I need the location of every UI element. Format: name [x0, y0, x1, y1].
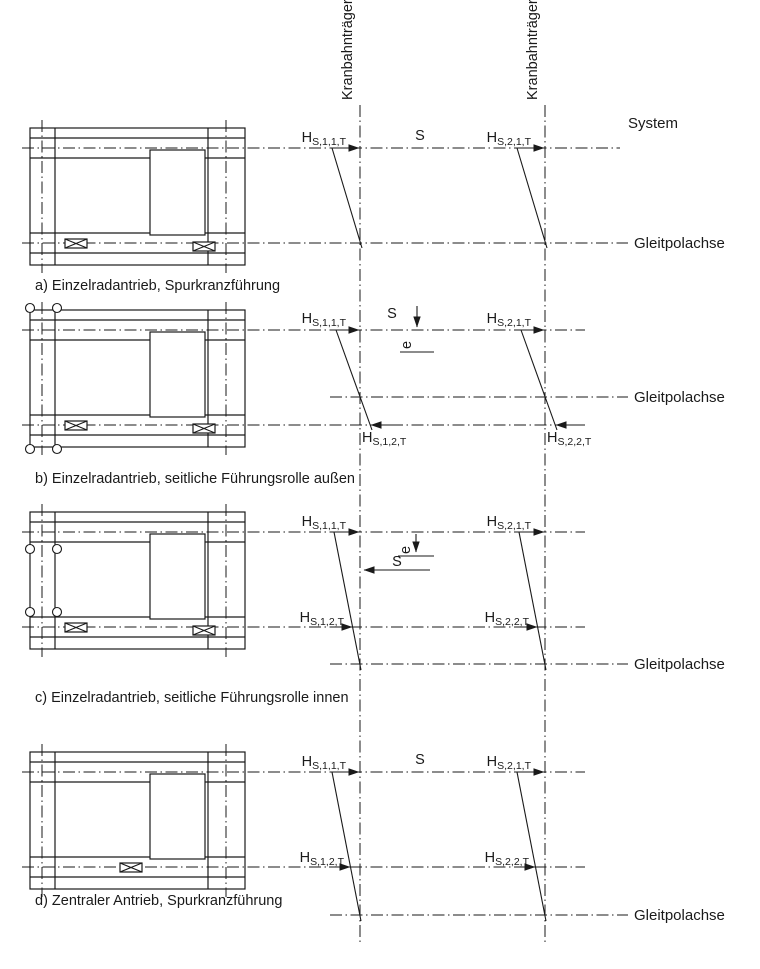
section-d: HS,1,1,T S HS,2,1,T HS,1,2,T HS,2,2,T Gl…: [22, 743, 725, 924]
girder-axis-label-2: Kranbahnträger: [525, 0, 541, 100]
drive-unit-left-c: [64, 622, 88, 633]
force-label-hs21t-a: HS,2,1,T: [487, 130, 532, 148]
system-label: System: [628, 115, 678, 132]
skewed-crane-axis-1-a: [331, 147, 363, 249]
skewed-crane-axis-2-a: [516, 147, 548, 249]
caption-b: b) Einzelradantrieb, seitliche Führungsr…: [35, 471, 355, 487]
guide-roller-outside: [24, 302, 36, 314]
glide-pole-label-c: Gleitpolachse: [634, 656, 725, 673]
crane-plan-d: [29, 743, 246, 898]
glide-pole-label-b: Gleitpolachse: [634, 389, 725, 406]
force-label-hs21t-c: HS,2,1,T: [487, 514, 532, 532]
skewed-crane-axis-1-d: [331, 771, 362, 922]
skewed-crane-axis-1-c: [333, 531, 362, 671]
drive-unit-left-a: [64, 238, 88, 249]
section-b: HS,1,1,T S e HS,2,1,T HS,1,2,T HS,2,2,T …: [22, 301, 725, 487]
skewed-crane-axis-2-b: [520, 329, 558, 431]
span-label-a: S: [415, 128, 425, 144]
force-label-hs22t-d: HS,2,2,T: [485, 850, 530, 868]
skewed-crane-axis-1-b: [335, 329, 373, 431]
force-label-hs11t-a: HS,1,1,T: [302, 130, 347, 148]
force-label-hs21t-b: HS,2,1,T: [487, 311, 532, 329]
drive-unit-right-c: [192, 625, 216, 636]
guide-roller-outside: [24, 443, 36, 455]
glide-pole-label-a: Gleitpolachse: [634, 235, 725, 252]
force-label-hs11t-d: HS,1,1,T: [302, 754, 347, 772]
girder-axis-label-1: Kranbahnträger: [340, 0, 356, 100]
drive-unit-left-b: [64, 420, 88, 431]
force-label-hs12t-d: HS,1,2,T: [300, 850, 345, 868]
force-label-hs22t-b: HS,2,2,T: [547, 430, 592, 448]
guide-roller-inside: [24, 543, 36, 555]
guide-roller-inside: [51, 606, 63, 618]
drive-unit-right-a: [192, 241, 216, 252]
force-label-hs12t-b: HS,1,2,T: [362, 430, 407, 448]
eccentricity-label-b: e: [399, 341, 415, 349]
section-a: HS,1,1,T S HS,2,1,T Gleitpolachse a) Ein…: [22, 119, 725, 294]
span-label-d: S: [415, 752, 425, 768]
section-c: HS,1,1,T HS,2,1,T e S HS,1,2,T HS,2,2,T …: [22, 503, 725, 706]
drive-unit-right-b: [192, 423, 216, 434]
guide-roller-outside: [51, 302, 63, 314]
central-drive-unit-d: [119, 862, 143, 873]
force-label-hs11t-b: HS,1,1,T: [302, 311, 347, 329]
guide-roller-outside: [51, 443, 63, 455]
eccentricity-label-c: e: [398, 546, 414, 554]
caption-c: c) Einzelradantrieb, seitliche Führungsr…: [35, 690, 349, 706]
runway-axes: Kranbahnträger Kranbahnträger System: [340, 0, 678, 942]
span-label-c: S: [392, 554, 402, 570]
caption-a: a) Einzelradantrieb, Spurkranzführung: [35, 278, 280, 294]
glide-pole-label-d: Gleitpolachse: [634, 907, 725, 924]
force-label-hs22t-c: HS,2,2,T: [485, 610, 530, 628]
skewed-crane-axis-2-d: [516, 771, 547, 922]
guide-roller-inside: [51, 543, 63, 555]
guide-roller-inside: [24, 606, 36, 618]
force-label-hs11t-c: HS,1,1,T: [302, 514, 347, 532]
force-label-hs21t-d: HS,2,1,T: [487, 754, 532, 772]
span-label-b: S: [387, 306, 397, 322]
skewed-crane-axis-2-c: [518, 531, 547, 671]
force-label-hs12t-c: HS,1,2,T: [300, 610, 345, 628]
caption-d: d) Zentraler Antrieb, Spurkranzführung: [35, 893, 282, 909]
